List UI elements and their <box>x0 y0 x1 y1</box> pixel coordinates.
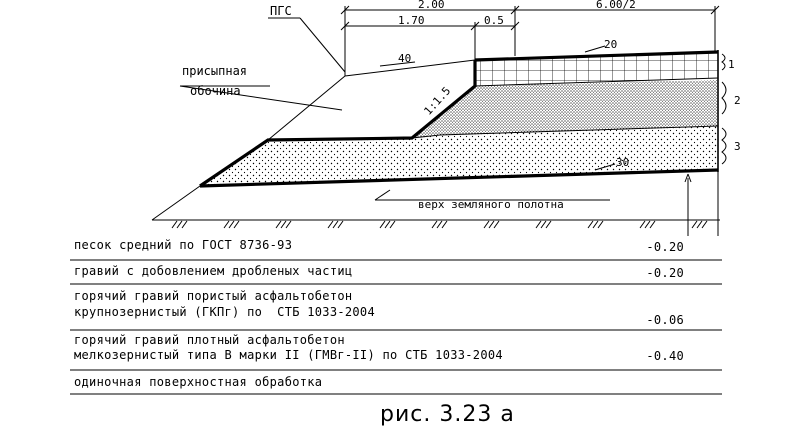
ground-hatch-mark <box>171 220 178 229</box>
layer-marker-1: 1 <box>728 58 735 71</box>
ground-hatch-mark <box>285 220 292 229</box>
ground-hatch-mark <box>701 220 708 229</box>
legend-value: -0.20 <box>646 266 684 280</box>
gravel-layer <box>412 80 718 138</box>
dimension-lines <box>179 5 720 236</box>
ground-hatch-mark <box>540 220 547 229</box>
legend-label: мелкозернистый типа В марки II (ГМВг-II)… <box>74 348 503 362</box>
ground-hatch-mark <box>327 220 334 229</box>
ground-hatch-mark <box>535 220 542 229</box>
legend-row-dense-asphalt: горячий гравий плотный асфальтобетон мел… <box>70 333 722 369</box>
legend-row-sand: песок средний по ГОСТ 8736-93 -0.20 <box>70 238 722 260</box>
ground-hatch-mark <box>280 220 287 229</box>
legend-row-surface-treatment: одиночная поверхностная обработка <box>70 375 722 395</box>
ground-hatch-mark <box>587 220 594 229</box>
dim-20: 20 <box>604 38 617 51</box>
shoulder-label-line1: присыпная <box>182 64 247 78</box>
ground-hatch-mark <box>332 220 339 229</box>
ground-hatching <box>171 220 708 229</box>
legend-value: -0.40 <box>646 349 684 363</box>
dim-top-total: 2.00 <box>418 0 445 11</box>
legend-table-lines <box>70 259 722 395</box>
ground-hatch-mark <box>696 220 703 229</box>
dim-40: 40 <box>398 52 411 65</box>
legend-label: горячий гравий плотный асфальтобетон <box>74 333 345 347</box>
legend-label: крупнозернистый (ГКПг) по СТБ 1033-2004 <box>74 305 375 319</box>
sand-layer <box>200 126 718 186</box>
ground-hatch-mark <box>436 220 443 229</box>
legend-label: одиночная поверхностная обработка <box>74 375 323 389</box>
ground-hatch-mark <box>337 220 344 229</box>
layer-marker-2: 2 <box>734 94 741 107</box>
ground-hatch-mark <box>431 220 438 229</box>
ground-hatch-mark <box>233 220 240 229</box>
dim-30: 30 <box>616 156 629 169</box>
shoulder-fill <box>268 60 475 140</box>
legend-row-gravel: гравий с добовлением дробленых частиц -0… <box>70 264 722 284</box>
ground-hatch-mark <box>483 220 490 229</box>
legend-label: песок средний по ГОСТ 8736-93 <box>74 238 293 252</box>
figure-caption: рис. 3.23 а <box>380 402 515 427</box>
ground-hatch-mark <box>379 220 386 229</box>
layer-brackets <box>721 53 727 165</box>
ground-hatch-mark <box>181 220 188 229</box>
ground-hatch-mark <box>649 220 656 229</box>
legend-value: -0.20 <box>646 240 684 254</box>
ground-hatch-mark <box>275 220 282 229</box>
ground-hatch-mark <box>176 220 183 229</box>
asphalt-layer <box>475 52 718 86</box>
ground-hatch-mark <box>493 220 500 229</box>
legend-label: горячий гравий пористый асфальтобетон <box>74 289 353 303</box>
structure-outlines <box>199 50 719 188</box>
ground-hatch-mark <box>592 220 599 229</box>
dim-half-width: 6.00/2 <box>596 0 636 11</box>
legend-label: гравий с добовлением дробленых частиц <box>74 264 353 278</box>
legend-row-porous-asphalt: горячий гравий пористый асфальтобетон кр… <box>70 289 722 329</box>
ground-hatch-mark <box>644 220 651 229</box>
ground-hatch-mark <box>545 220 552 229</box>
dim-right-part: 0.5 <box>484 14 504 27</box>
ground-hatch-mark <box>639 220 646 229</box>
ground-hatch-mark <box>441 220 448 229</box>
ground-hatch-mark <box>389 220 396 229</box>
ground-hatch-mark <box>223 220 230 229</box>
ground-hatch-mark <box>384 220 391 229</box>
shoulder-label-line2: обочина <box>190 84 241 98</box>
subgrade-label: верх земляного полотна <box>418 198 564 211</box>
dim-left-part: 1.70 <box>398 14 425 27</box>
ground-hatch-mark <box>691 220 698 229</box>
pgs-label: ПГС <box>270 4 292 18</box>
legend-value: -0.06 <box>646 313 684 327</box>
ground-hatch-mark <box>228 220 235 229</box>
ground-hatch-mark <box>597 220 604 229</box>
ground-hatch-mark <box>488 220 495 229</box>
ground-line <box>151 185 720 229</box>
layer-marker-3: 3 <box>734 140 741 153</box>
